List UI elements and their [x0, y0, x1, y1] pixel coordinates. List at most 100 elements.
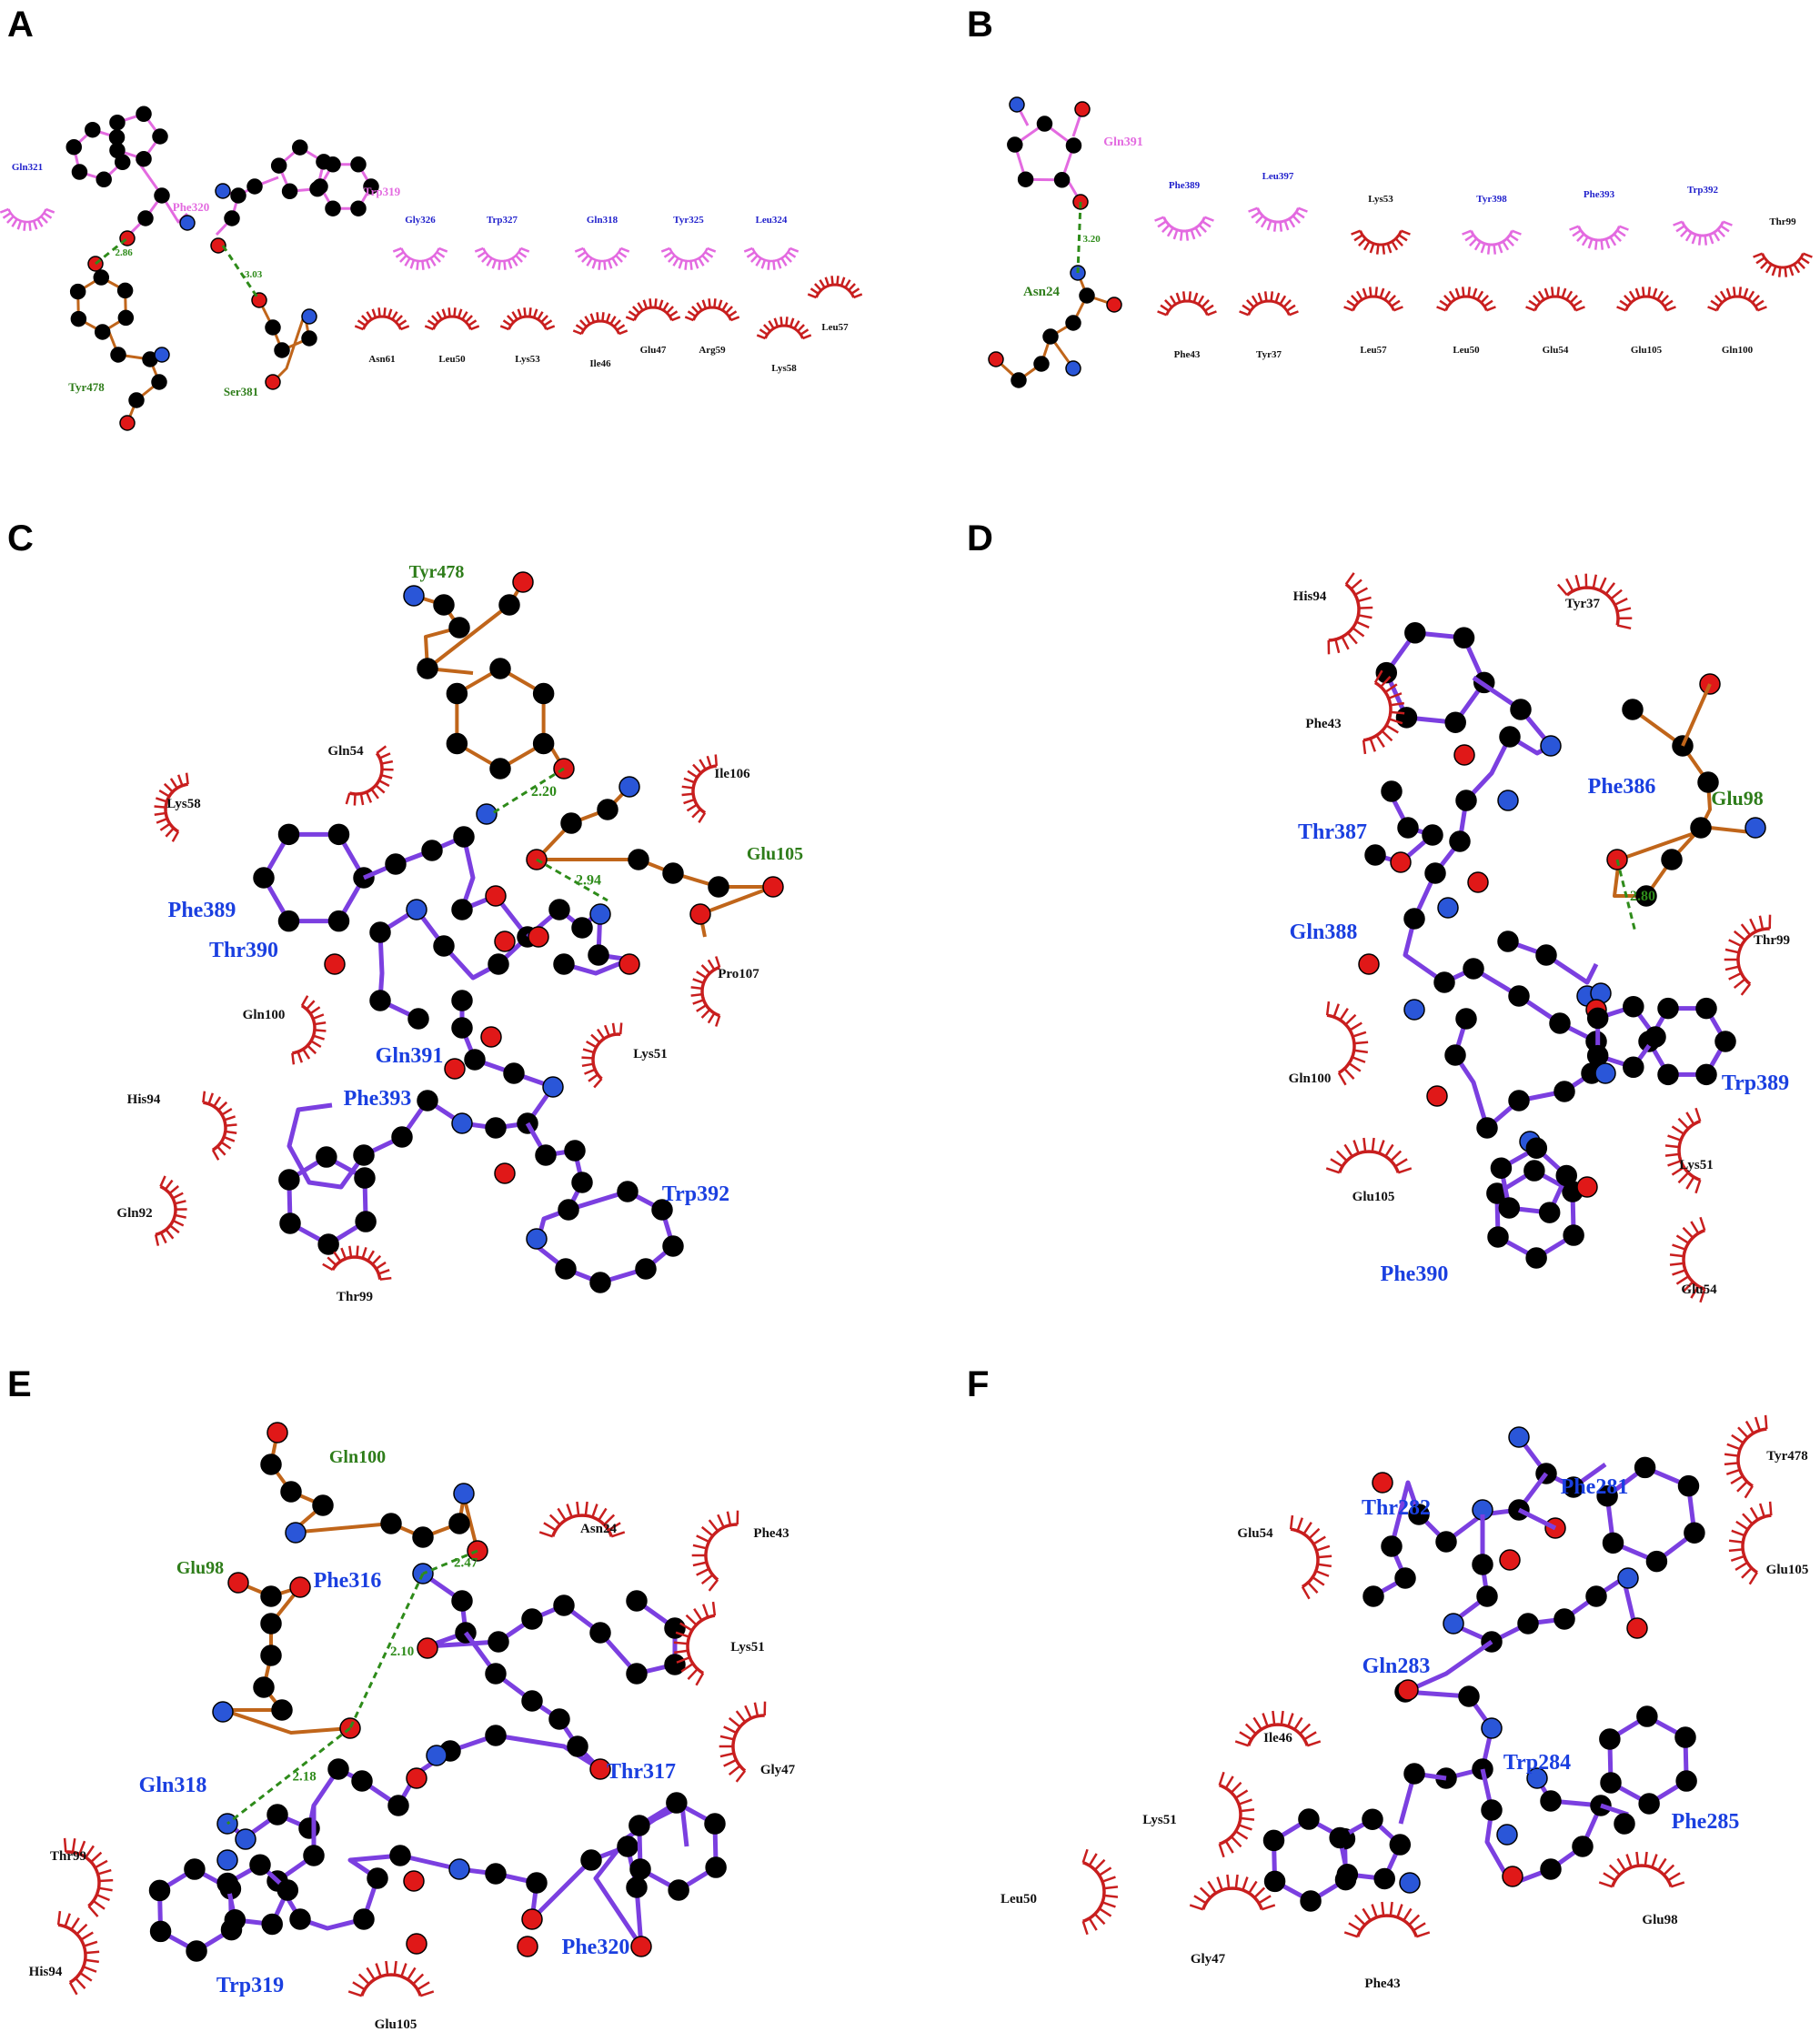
hydrophobic-label: Lys53: [1368, 194, 1393, 205]
hydrophobic-arc-icon: [574, 246, 630, 270]
carbon-atom: [1517, 1613, 1539, 1635]
residue-label: Trp389: [1722, 1071, 1789, 1095]
nitrogen-atom: [453, 1483, 475, 1504]
bond: [1448, 1514, 1638, 1645]
bond: [269, 1432, 479, 1552]
hydrophobic-label: Asn61: [368, 354, 395, 365]
carbon-atom: [1525, 1247, 1547, 1269]
carbon-atom: [70, 310, 87, 327]
hydrophobic-arc-icon: [1289, 1514, 1332, 1600]
carbon-atom: [553, 1594, 575, 1616]
hydrophobic-label: Tyr37: [1565, 597, 1601, 611]
carbon-atom: [485, 1663, 507, 1685]
hydrophobic-arc-icon: [756, 317, 812, 340]
oxygen-atom: [618, 953, 640, 975]
carbon-atom: [65, 138, 83, 156]
carbon-atom: [265, 319, 281, 336]
carbon-atom: [1262, 1829, 1285, 1852]
carbon-atom: [387, 1795, 409, 1816]
carbon-atom: [1695, 997, 1717, 1020]
carbon-atom: [224, 210, 240, 226]
carbon-atom: [1389, 1834, 1412, 1856]
carbon-atom: [109, 142, 126, 159]
hbond-line: [1076, 201, 1082, 274]
carbon-atom: [249, 1854, 271, 1876]
hydrophobic-label: Ile46: [1263, 1731, 1292, 1745]
carbon-atom: [1636, 1705, 1658, 1727]
carbon-atom: [1498, 1197, 1521, 1219]
carbon-atom: [149, 1920, 172, 1943]
oxygen-atom: [485, 885, 507, 907]
hydrophobic-label: Glu105: [1766, 1563, 1809, 1577]
residue-label: Gln388: [1290, 920, 1358, 944]
carbon-atom: [369, 990, 391, 1011]
oxygen-atom: [589, 1758, 611, 1780]
nitrogen-atom: [1443, 1613, 1464, 1635]
carbon-atom: [1714, 1031, 1736, 1052]
hbond-distance: 2.20: [531, 784, 557, 800]
carbon-atom: [1329, 1826, 1351, 1849]
residue-label: Glu98: [176, 1558, 224, 1578]
residue-label: Gln283: [1362, 1655, 1431, 1678]
hydrophobic-label: Gln92: [116, 1206, 152, 1221]
carbon-atom: [489, 758, 511, 780]
hydrophobic-label: Phe43: [753, 1526, 789, 1541]
carbon-atom: [253, 867, 275, 889]
hydrophobic-arc-icon: [1343, 1901, 1431, 1938]
carbon-atom: [1549, 1012, 1571, 1034]
carbon-atom: [1638, 1793, 1660, 1815]
carbon-atom: [354, 1167, 376, 1189]
carbon-atom: [230, 187, 246, 204]
carbon-atom: [628, 849, 649, 870]
hydrophobic-arc-icon: [1343, 287, 1403, 312]
hydrophobic-label: Glu98: [1642, 1913, 1677, 1927]
hydrophobic-arc-icon: [1351, 229, 1411, 255]
carbon-atom: [628, 1815, 650, 1836]
carbon-atom: [351, 1770, 373, 1792]
carbon-atom: [1623, 1056, 1644, 1079]
nitrogen-atom: [212, 1701, 234, 1723]
carbon-atom: [704, 1813, 726, 1835]
hbond-line: [536, 858, 608, 902]
residue-label: Trp319: [364, 185, 401, 198]
panel-label-a: A: [7, 5, 34, 45]
carbon-atom: [1011, 372, 1027, 388]
residue-label: Phe386: [1588, 775, 1656, 799]
nitrogen-atom: [1403, 999, 1425, 1021]
nitrogen-atom: [215, 183, 231, 199]
oxygen-atom: [1074, 101, 1091, 117]
hydrophobic-label: Leu50: [1453, 345, 1480, 356]
carbon-atom: [1600, 1772, 1622, 1794]
hydrophobic-arc-icon: [1234, 1710, 1322, 1747]
carbon-atom: [1435, 1531, 1457, 1553]
hydrophobic-label: Leu57: [1360, 345, 1387, 356]
carbon-atom: [666, 1792, 688, 1814]
nitrogen-atom: [1481, 1717, 1503, 1739]
hydrophobic-label: Arg59: [699, 345, 726, 356]
carbon-atom: [1586, 1007, 1609, 1030]
carbon-atom: [350, 156, 367, 173]
carbon-atom: [521, 1608, 543, 1630]
hydrophobic-arc-icon: [691, 1510, 739, 1592]
hydrophobic-label: Tyr325: [673, 215, 704, 226]
hydrophobic-arc-icon: [1157, 291, 1217, 317]
carbon-atom: [289, 1908, 311, 1930]
hydrophobic-arc-icon: [1436, 287, 1496, 312]
hbond-distance: 2.10: [390, 1645, 414, 1659]
oxygen-atom: [1467, 871, 1489, 893]
hydrophobic-arc-icon: [719, 1701, 767, 1783]
carbon-atom: [260, 1585, 282, 1607]
bond: [1517, 1507, 1557, 1531]
oxygen-atom: [1502, 1866, 1523, 1887]
hydrophobic-label: Tyr478: [1766, 1449, 1808, 1464]
carbon-atom: [560, 812, 582, 834]
hydrophobic-arc-icon: [354, 307, 410, 331]
hydrophobic-label: Glu54: [1681, 1283, 1717, 1297]
carbon-atom: [1449, 830, 1471, 852]
carbon-atom: [705, 1856, 727, 1878]
panel-label-b: B: [967, 5, 993, 45]
carbon-atom: [1490, 1157, 1513, 1179]
carbon-atom: [1644, 1026, 1666, 1048]
carbon-atom: [325, 156, 341, 173]
residue-label: Phe320: [562, 1936, 630, 1959]
